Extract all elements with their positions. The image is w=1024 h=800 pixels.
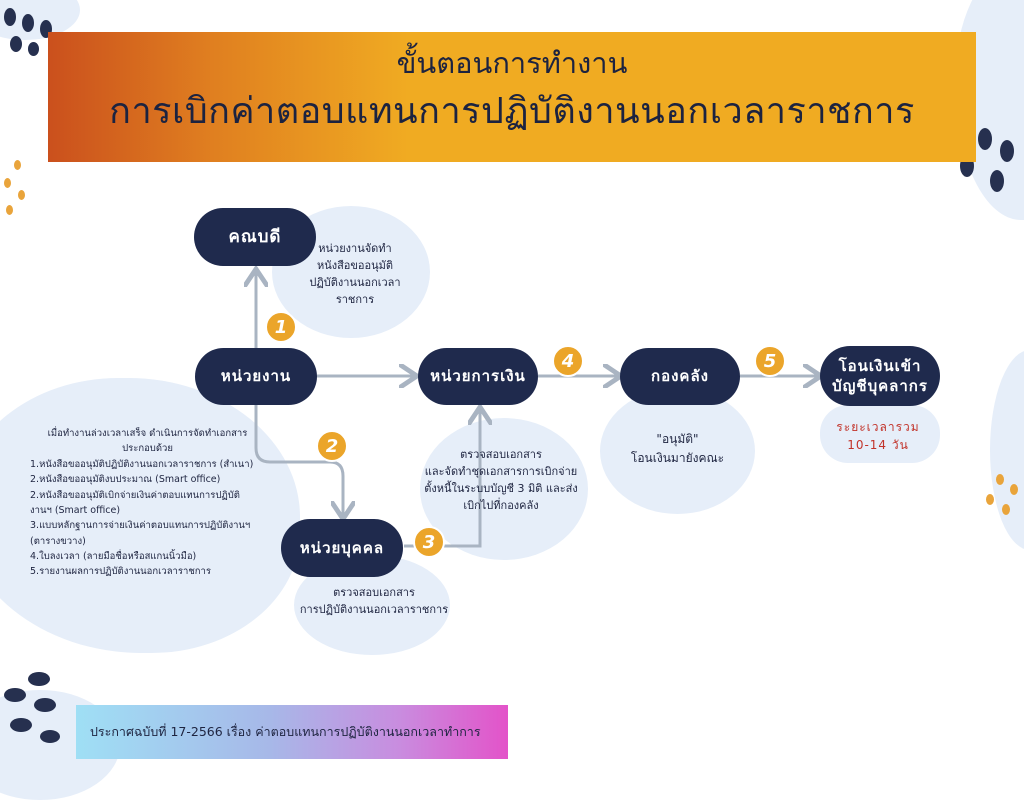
note-line: ราชการ bbox=[335, 293, 375, 307]
decor-dot bbox=[28, 42, 39, 56]
decor-dot bbox=[4, 178, 11, 188]
decor-blob bbox=[600, 388, 755, 514]
note-line: การปฏิบัติงานนอกเวลาราชการ bbox=[299, 603, 449, 617]
node-treasury: กองคลัง bbox=[620, 348, 740, 405]
decor-dot bbox=[986, 494, 994, 505]
footer-text: ประกาศฉบับที่ 17-2566 เรื่อง ค่าตอบแทนกา… bbox=[90, 724, 481, 739]
decor-blob bbox=[820, 405, 940, 463]
decor-dot bbox=[1010, 484, 1018, 495]
node-treasury-label: กองคลัง bbox=[651, 367, 709, 386]
document-item: 3.แบบหลักฐานการจ่ายเงินค่าตอบแทนการปฏิบั… bbox=[30, 520, 251, 532]
note-line: เบิกไปที่กองคลัง bbox=[463, 499, 539, 513]
step-badge-5: 5 bbox=[754, 345, 786, 377]
personnel-note: ตรวจสอบเอกสาร การปฏิบัติงานนอกเวลาราชการ bbox=[296, 584, 452, 618]
decor-blob bbox=[420, 418, 588, 560]
decor-dot bbox=[996, 474, 1004, 485]
note-line: ปฏิบัติงานนอกเวลา bbox=[309, 276, 401, 290]
note-line: โอนเงินมายังคณะ bbox=[630, 450, 725, 465]
decor-dot bbox=[990, 170, 1004, 192]
node-transfer-line2: บัญชีบุคลากร bbox=[832, 377, 928, 395]
document-item: 2.หนังสือขออนุมัติเบิกจ่ายเงินค่าตอบแทนก… bbox=[30, 489, 240, 501]
decor-dot bbox=[40, 730, 60, 743]
step-badge-4: 4 bbox=[552, 345, 584, 377]
decor-dot bbox=[1000, 140, 1014, 162]
note-line: "อนุมัติ" bbox=[656, 432, 699, 446]
decor-dot bbox=[6, 205, 13, 215]
decor-dot bbox=[4, 8, 16, 26]
document-item: งานฯ (Smart office) bbox=[30, 504, 121, 516]
note-line: ตรวจสอบเอกสาร bbox=[460, 448, 542, 461]
decor-dot bbox=[4, 688, 26, 702]
step-badge-3: 3 bbox=[413, 526, 445, 558]
document-item: 2.หนังสือขออนุมัติงบประมาณ (Smart office… bbox=[30, 474, 221, 486]
note-line: หน่วยงานจัดทำ bbox=[318, 242, 392, 255]
document-item: (ตารางขวาง) bbox=[30, 535, 86, 547]
node-unit-label: หน่วยงาน bbox=[220, 367, 292, 386]
note-line: และจัดทำชุดเอกสารการเบิกจ่าย bbox=[424, 465, 578, 479]
page-title: การเบิกค่าตอบแทนการปฏิบัติงานนอกเวลาราชก… bbox=[109, 91, 915, 132]
node-personnel: หน่วยบุคคล bbox=[281, 519, 403, 577]
decor-dot bbox=[10, 718, 32, 732]
node-dean-label: คณบดี bbox=[228, 226, 282, 247]
documents-list: เมื่อทำงานล่วงเวลาเสร็จ ดำเนินการจัดทำเอ… bbox=[30, 426, 265, 580]
decor-dot bbox=[10, 36, 22, 52]
documents-intro: เมื่อทำงานล่วงเวลาเสร็จ ดำเนินการจัดทำเอ… bbox=[47, 428, 248, 439]
decor-dot bbox=[22, 14, 34, 32]
decor-dot bbox=[1002, 504, 1010, 515]
step-badge-2: 2 bbox=[316, 430, 348, 462]
decor-dot bbox=[978, 128, 992, 150]
document-item: 1.หนังสือขออนุมัติปฏิบัติงานนอกเวลาราชกา… bbox=[30, 458, 254, 470]
node-transfer-line1: โอนเงินเข้า bbox=[838, 356, 922, 375]
node-transfer: โอนเงินเข้า บัญชีบุคลากร bbox=[820, 346, 940, 406]
duration-label: ระยะเวลารวม bbox=[836, 420, 920, 434]
step-badge-1: 1 bbox=[265, 311, 297, 343]
node-unit: หน่วยงาน bbox=[195, 348, 317, 405]
header-banner bbox=[48, 32, 976, 162]
duration-note: ระยะเวลารวม 10-14 วัน bbox=[818, 418, 938, 454]
document-item: 4.ใบลงเวลา (ลายมือชื่อหรือสแกนนิ้วมือ) bbox=[30, 551, 197, 562]
banner-texture bbox=[48, 32, 408, 162]
node-finance-label: หน่วยการเงิน bbox=[430, 367, 526, 386]
node-finance: หน่วยการเงิน bbox=[418, 348, 538, 405]
arrow-unit-to-personnel bbox=[254, 404, 343, 516]
decor-dot bbox=[18, 190, 25, 200]
dean-note: หน่วยงานจัดทำ หนังสือขออนุมัติ ปฏิบัติงา… bbox=[290, 240, 420, 308]
node-dean: คณบดี bbox=[194, 208, 316, 266]
decor-dot bbox=[14, 160, 21, 170]
note-line: หนังสือขออนุมัติ bbox=[316, 259, 394, 273]
treasury-note: "อนุมัติ" โอนเงินมายังคณะ bbox=[610, 430, 745, 467]
footer-announcement: ประกาศฉบับที่ 17-2566 เรื่อง ค่าตอบแทนกา… bbox=[76, 705, 508, 759]
decor-dot bbox=[28, 672, 50, 686]
note-line: ตรวจสอบเอกสาร bbox=[333, 586, 415, 599]
page-subtitle: ขั้นตอนการทำงาน bbox=[396, 46, 628, 80]
decor-dot bbox=[34, 698, 56, 712]
decor-blob bbox=[0, 378, 300, 653]
duration-value: 10-14 วัน bbox=[847, 438, 909, 452]
note-line: ตั้งหนี้ในระบบบัญชี 3 มิติ และส่ง bbox=[424, 482, 578, 496]
node-personnel-label: หน่วยบุคคล bbox=[299, 538, 385, 557]
finance-note: ตรวจสอบเอกสาร และจัดทำชุดเอกสารการเบิกจ่… bbox=[406, 446, 596, 514]
documents-intro: ประกอบด้วย bbox=[122, 443, 173, 455]
document-item: 5.รายงานผลการปฏิบัติงานนอกเวลาราชการ bbox=[30, 566, 211, 578]
